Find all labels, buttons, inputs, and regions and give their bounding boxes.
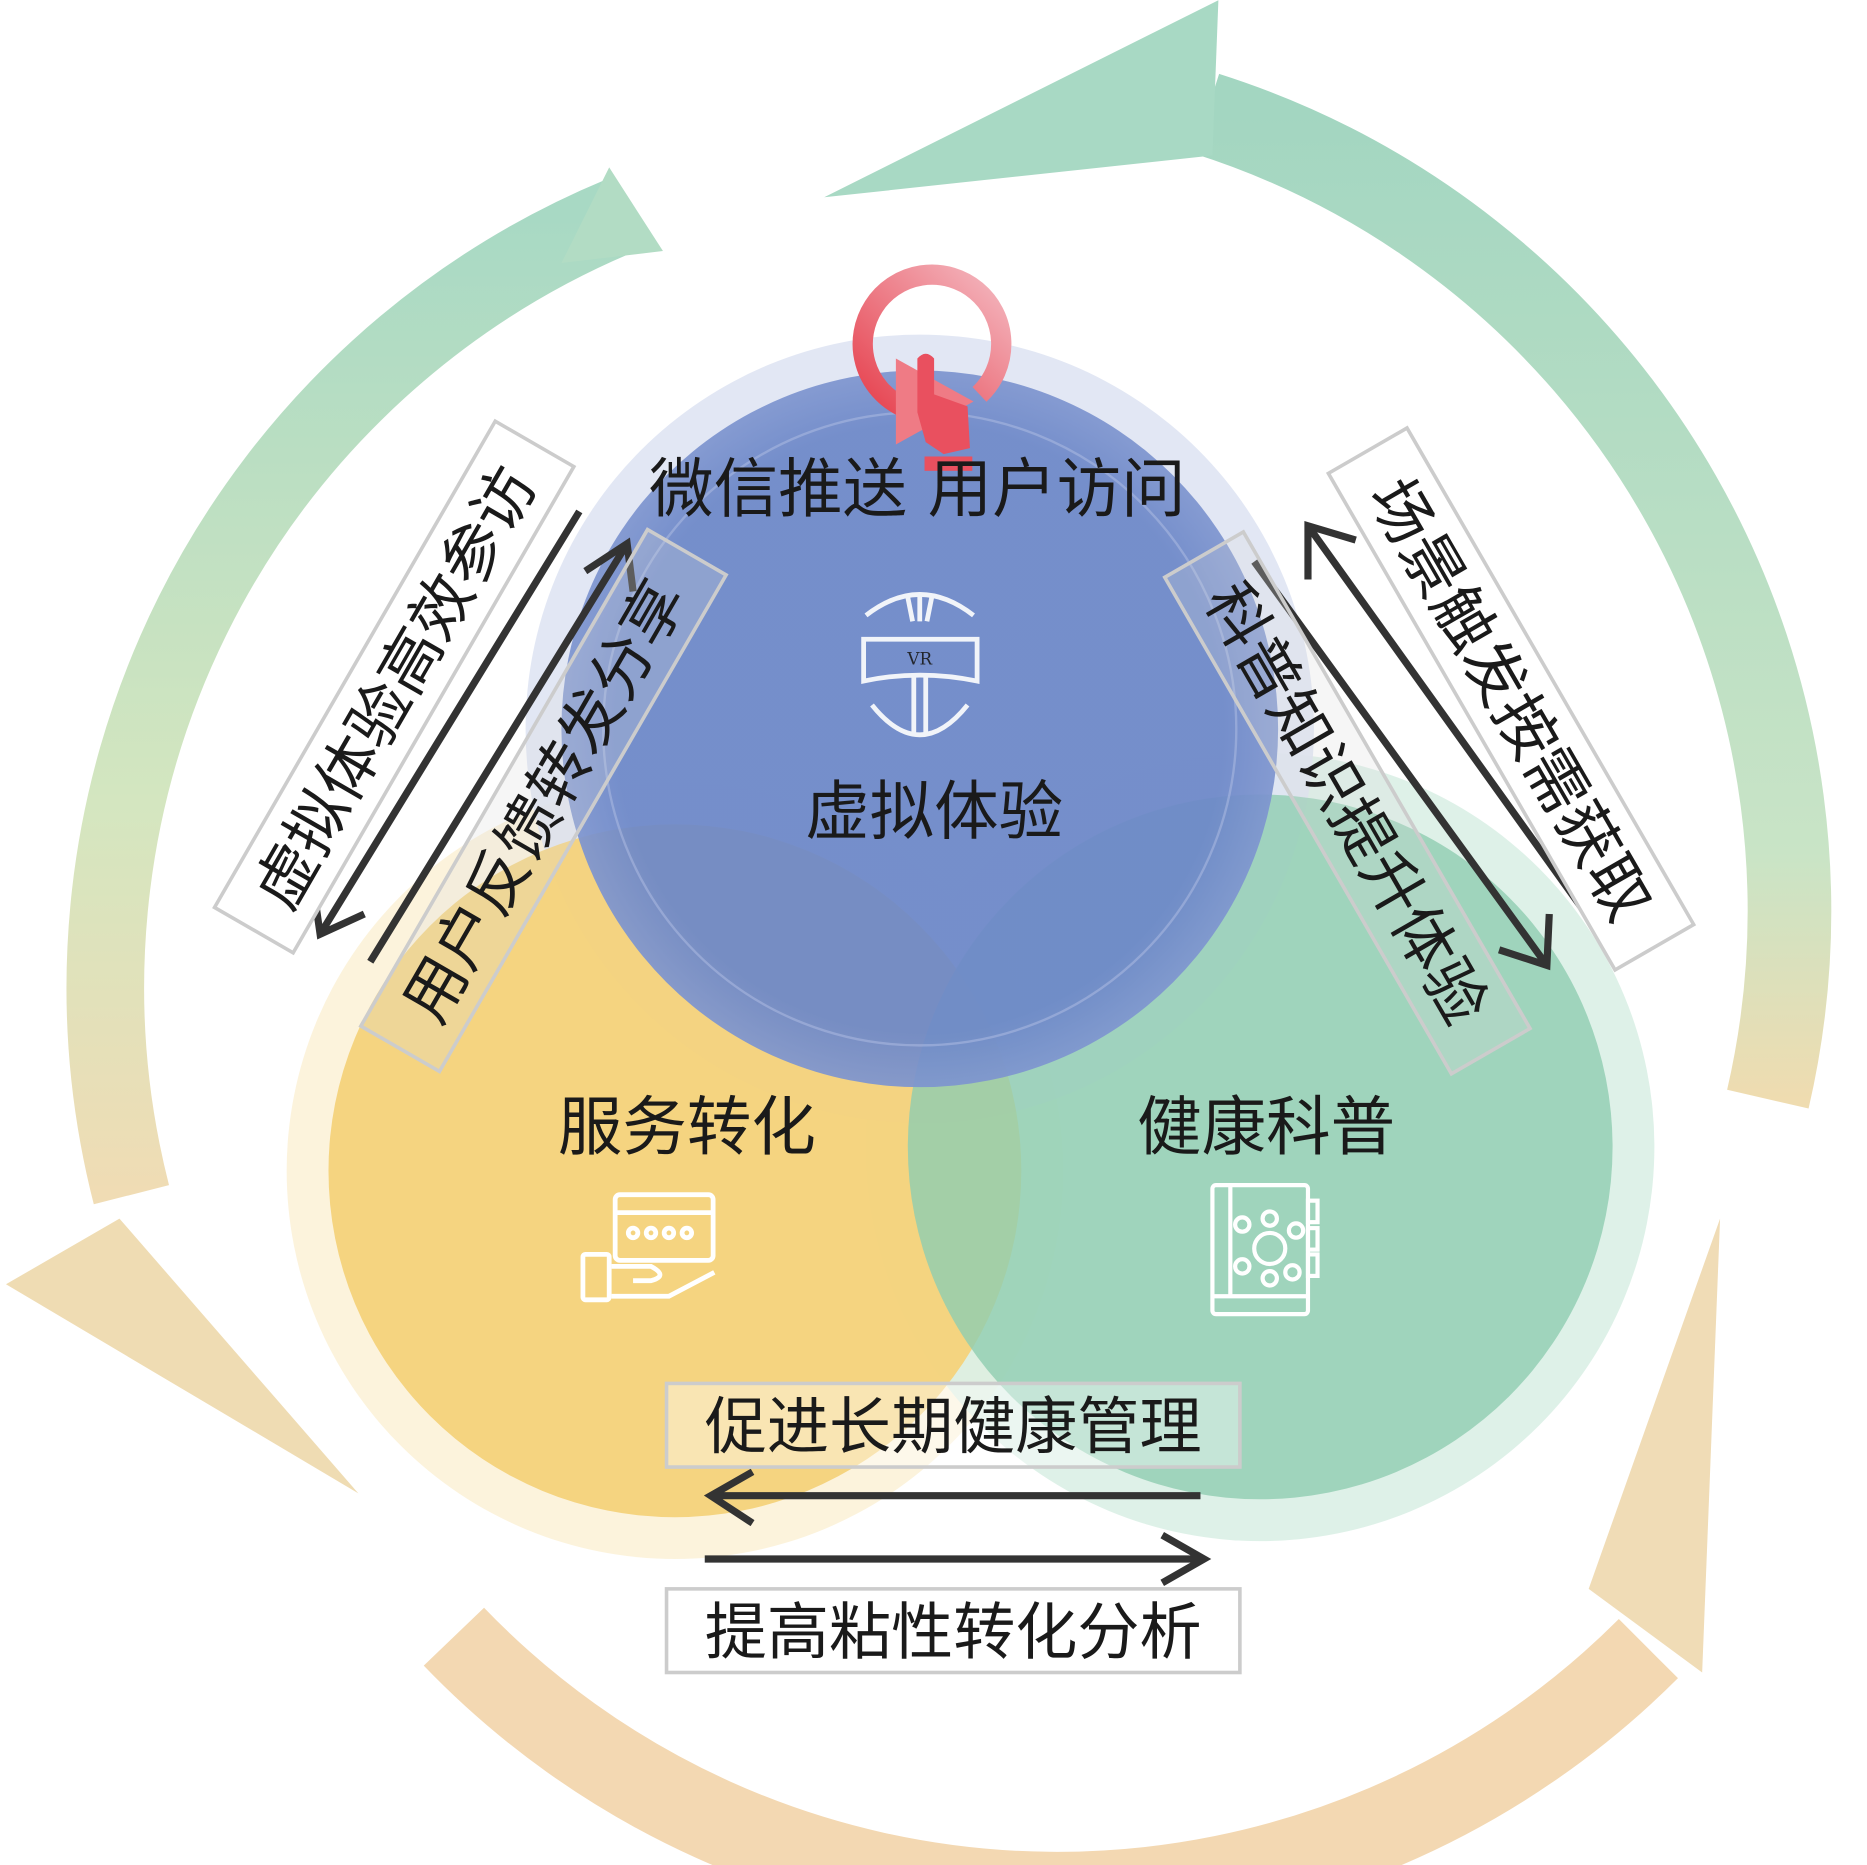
cycle-arrows: [5, 0, 1832, 1865]
virtual-label: 虚拟体验: [805, 775, 1063, 850]
cycle-arrowhead-top: [824, 0, 1219, 198]
click-play-icon: [852, 264, 1012, 471]
arrow-right-inner: [1251, 559, 1553, 971]
cycle-arrowhead-left: [5, 1218, 359, 1494]
arrow-bottom-left: [703, 1468, 1201, 1527]
cycle-arc-right: [1193, 73, 1832, 1109]
card-payment-icon: [580, 1192, 716, 1303]
service-label: 服务转化: [558, 1090, 816, 1165]
cycle-arc-bottom: [423, 1607, 1678, 1865]
svg-text:VR: VR: [906, 648, 932, 668]
svg-text:促进长期健康管理: 促进长期健康管理: [705, 1390, 1202, 1463]
science-book-icon: [1210, 1183, 1320, 1317]
circle-virtual: [561, 370, 1279, 1088]
arrow-left-inner: [367, 537, 637, 964]
top-label: 微信推送 用户访问: [649, 452, 1186, 527]
arrow-bottom-right: [704, 1532, 1212, 1587]
cycle-arrowhead-upper-left: [561, 167, 663, 263]
cycle-arrowhead-right: [1588, 1218, 1721, 1673]
arrow-right-outer: [1304, 520, 1598, 929]
link-arrows: [309, 509, 1598, 1587]
svg-text:提高粘性转化分析: 提高粘性转化分析: [705, 1595, 1202, 1668]
link-label-bottom-top: 促进长期健康管理: [664, 1381, 1242, 1469]
science-label: 健康科普: [1137, 1090, 1395, 1165]
venn-circles: [286, 334, 1655, 1560]
link-label-bottom-bottom: 提高粘性转化分析: [664, 1587, 1242, 1675]
cycle-arc-left: [66, 179, 637, 1205]
vr-headset-icon: VR: [861, 592, 980, 738]
